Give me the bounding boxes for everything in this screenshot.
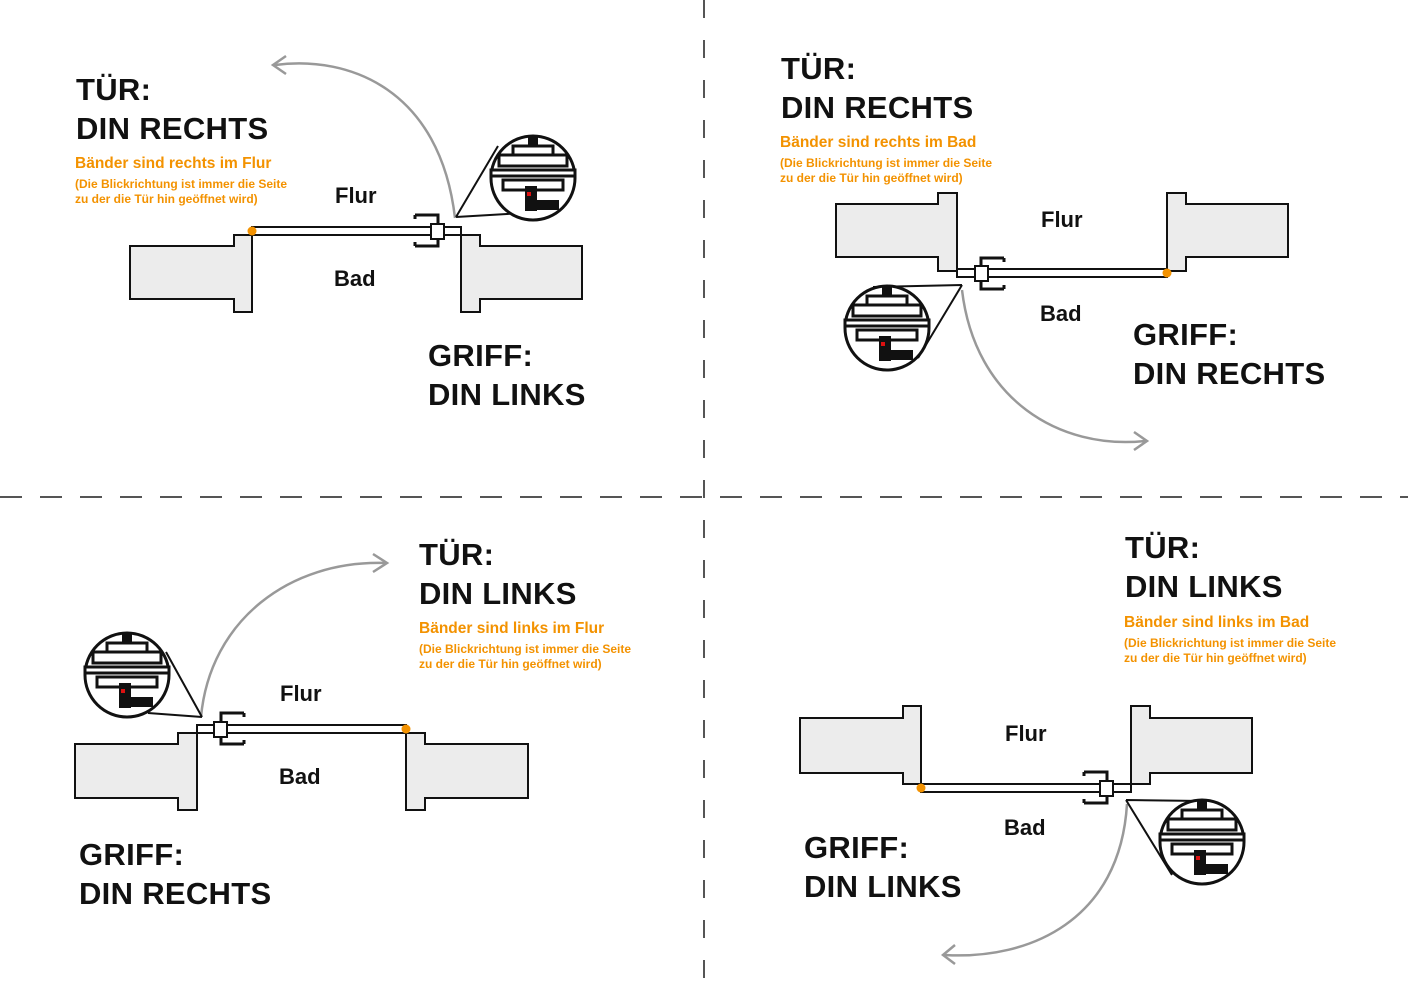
door-plan-top-left bbox=[129, 54, 583, 313]
view-note-line-1: (Die Blickrichtung ist immer die Seite bbox=[75, 177, 288, 191]
lock-box bbox=[1099, 780, 1114, 797]
door-swing-arrow bbox=[960, 289, 1146, 444]
room-label-flur: Flur bbox=[1005, 721, 1047, 746]
door-swing-arrow bbox=[274, 62, 457, 219]
arrow-head bbox=[372, 552, 390, 574]
hinge-note: Bänder sind links im Flur bbox=[419, 620, 605, 637]
room-label-flur: Flur bbox=[280, 681, 322, 706]
view-note-line-2: zu der die Tür hin geöffnet wird) bbox=[780, 171, 963, 185]
handle-zoom-lens bbox=[489, 134, 577, 222]
lock-box bbox=[430, 223, 445, 240]
hinge-dot bbox=[916, 783, 926, 793]
door-swing-arrow bbox=[944, 803, 1129, 957]
handle-label: GRIFF: bbox=[804, 830, 910, 865]
door-plan-bottom-right bbox=[799, 705, 1253, 965]
hinge-note: Bänder sind rechts im Bad bbox=[780, 134, 977, 151]
zoom-lines bbox=[147, 651, 203, 718]
door-label: TÜR: bbox=[1125, 530, 1201, 565]
door-plan-bottom-left bbox=[74, 552, 529, 811]
hinge-note: Bänder sind links im Bad bbox=[1124, 614, 1310, 631]
handle-value: DIN LINKS bbox=[428, 377, 586, 412]
view-note-line-1: (Die Blickrichtung ist immer die Seite bbox=[780, 156, 993, 170]
hinge-dot bbox=[1162, 268, 1172, 278]
door-value: DIN RECHTS bbox=[781, 90, 974, 125]
handle-zoom-lens bbox=[83, 631, 171, 719]
view-note-line-2: zu der die Tür hin geöffnet wird) bbox=[75, 192, 258, 206]
room-label-flur: Flur bbox=[1041, 207, 1083, 232]
wall-left bbox=[129, 234, 253, 313]
door-value: DIN LINKS bbox=[1125, 569, 1283, 604]
arrow-head bbox=[940, 944, 956, 965]
handle-label: GRIFF: bbox=[1133, 317, 1239, 352]
hinge-dot bbox=[401, 724, 411, 734]
room-label-bad: Bad bbox=[1040, 301, 1082, 326]
hinge-note: Bänder sind rechts im Flur bbox=[75, 155, 272, 172]
door-plan-top-right bbox=[835, 192, 1289, 452]
room-label-bad: Bad bbox=[279, 764, 321, 789]
hinge-dot bbox=[247, 226, 257, 236]
arrow-head bbox=[270, 54, 287, 76]
wall-right bbox=[405, 732, 529, 811]
handle-label: GRIFF: bbox=[79, 837, 185, 872]
door-value: DIN LINKS bbox=[419, 576, 577, 611]
handle-value: DIN RECHTS bbox=[79, 876, 272, 911]
view-note-line-2: zu der die Tür hin geöffnet wird) bbox=[1124, 651, 1307, 665]
door-label: TÜR: bbox=[419, 537, 495, 572]
wall-right bbox=[460, 234, 583, 313]
view-note-line-2: zu der die Tür hin geöffnet wird) bbox=[419, 657, 602, 671]
handle-label: GRIFF: bbox=[428, 338, 534, 373]
handle-zoom-lens bbox=[1158, 798, 1246, 886]
wall-left bbox=[835, 192, 958, 272]
door-swing-arrow bbox=[199, 561, 386, 718]
wall-right bbox=[1130, 705, 1253, 785]
wall-right bbox=[1166, 192, 1289, 272]
view-note-line-1: (Die Blickrichtung ist immer die Seite bbox=[419, 642, 632, 656]
lock-box bbox=[974, 265, 989, 282]
room-label-flur: Flur bbox=[335, 183, 377, 208]
view-note-line-1: (Die Blickrichtung ist immer die Seite bbox=[1124, 636, 1337, 650]
room-label-bad: Bad bbox=[1004, 815, 1046, 840]
wall-left bbox=[799, 705, 922, 785]
door-leaf bbox=[196, 724, 407, 734]
room-label-bad: Bad bbox=[334, 266, 376, 291]
handle-zoom-lens bbox=[843, 284, 931, 372]
lock-box bbox=[213, 721, 228, 738]
handle-value: DIN LINKS bbox=[804, 869, 962, 904]
wall-left bbox=[74, 732, 198, 811]
door-leaf bbox=[251, 226, 462, 236]
handle-value: DIN RECHTS bbox=[1133, 356, 1326, 391]
door-label: TÜR: bbox=[781, 51, 857, 86]
door-label: TÜR: bbox=[76, 72, 152, 107]
door-value: DIN RECHTS bbox=[76, 111, 269, 146]
arrow-head bbox=[1133, 430, 1150, 452]
